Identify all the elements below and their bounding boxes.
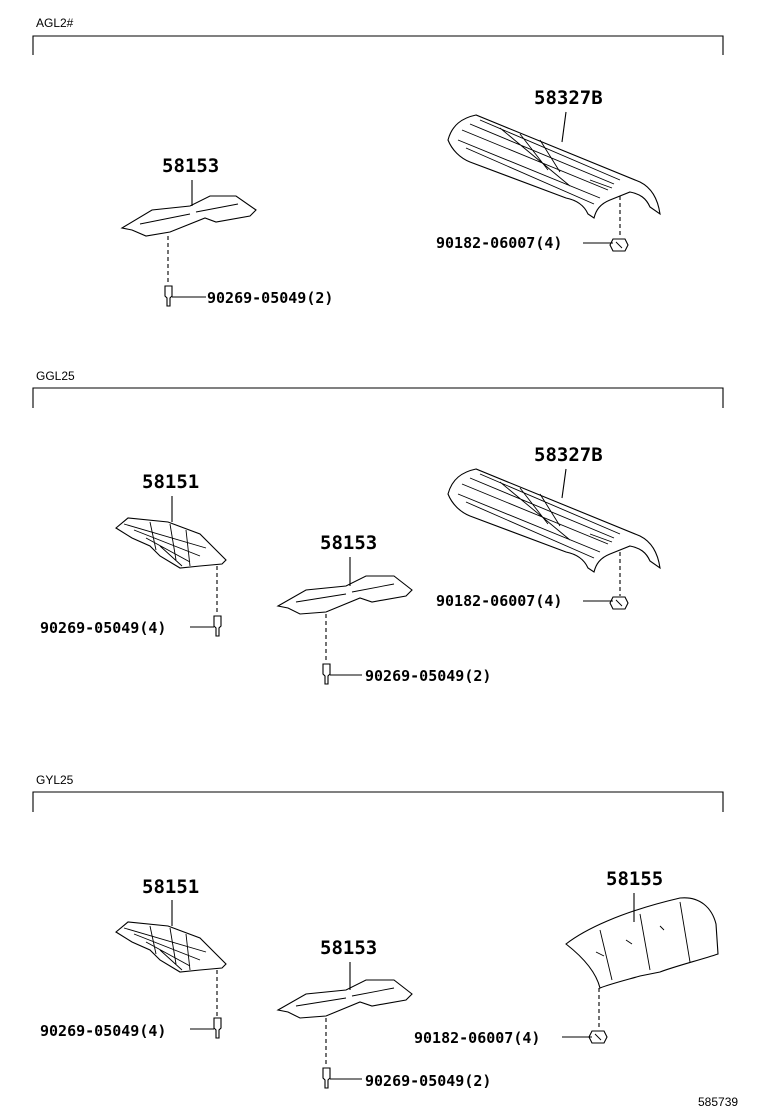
section-title-gyl25: GYL25 xyxy=(36,773,74,787)
section-agl2: AGL2# 58327B 90182-06007(4) 58153 90269-… xyxy=(32,16,724,307)
clip-icon xyxy=(213,1017,222,1039)
label-90182-06007: 90182-06007(4) xyxy=(436,592,562,610)
heat-insulator-58153-part xyxy=(276,979,413,1019)
clip-icon xyxy=(322,1067,331,1089)
label-90269-05049-4: 90269-05049(4) xyxy=(40,619,166,637)
label-58151: 58151 xyxy=(142,876,199,898)
label-58153: 58153 xyxy=(320,532,377,554)
label-58153: 58153 xyxy=(320,937,377,959)
label-58327b: 58327B xyxy=(534,87,603,109)
clip-icon xyxy=(322,663,331,685)
section-bracket-agl2 xyxy=(32,35,724,55)
label-90182-06007: 90182-06007(4) xyxy=(436,234,562,252)
label-90269-05049-2: 90269-05049(2) xyxy=(365,667,491,685)
label-58327b: 58327B xyxy=(534,444,603,466)
clip-icon xyxy=(164,285,173,307)
section-bracket-ggl25 xyxy=(32,387,724,408)
heat-insulator-58155-part xyxy=(565,897,719,989)
section-gyl25: GYL25 58151 90269-05049(4) 58153 90269-0… xyxy=(32,773,724,1090)
heat-insulator-58151-part xyxy=(115,517,227,569)
section-title-agl2: AGL2# xyxy=(36,16,74,30)
section-bracket-gyl25 xyxy=(32,791,724,812)
nut-icon xyxy=(609,596,629,610)
figure-id: 585739 xyxy=(698,1095,738,1109)
label-90269-05049-2: 90269-05049(2) xyxy=(365,1072,491,1090)
heat-insulator-58327b-part xyxy=(447,468,661,573)
label-90269-05049-4: 90269-05049(4) xyxy=(40,1022,166,1040)
section-ggl25: GGL25 58327B 90182-06007(4) 58151 90269-… xyxy=(32,369,724,685)
heat-insulator-58153-part xyxy=(276,575,413,615)
label-58151: 58151 xyxy=(142,471,199,493)
section-title-ggl25: GGL25 xyxy=(36,369,75,383)
nut-icon xyxy=(609,238,629,252)
heat-insulator-58153-part xyxy=(120,195,257,237)
label-90182-06007: 90182-06007(4) xyxy=(414,1029,540,1047)
heat-insulator-58327b-part xyxy=(447,114,661,219)
label-58155: 58155 xyxy=(606,868,663,890)
heat-insulator-58151-part xyxy=(115,921,227,973)
clip-icon xyxy=(213,615,222,637)
label-58153: 58153 xyxy=(162,155,219,177)
label-90269-05049: 90269-05049(2) xyxy=(207,289,333,307)
